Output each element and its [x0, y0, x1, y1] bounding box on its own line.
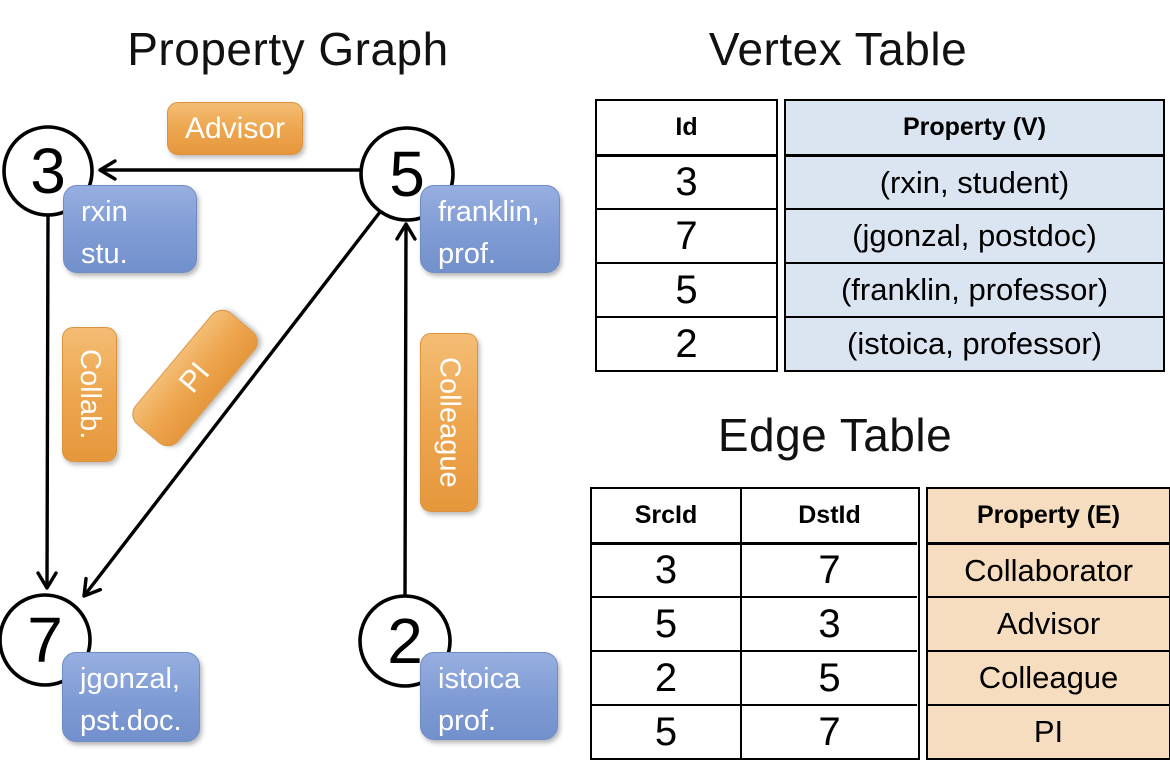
edge-label-colleague: Colleague — [420, 333, 478, 512]
edge-table: SrcId DstId 3 7 5 3 2 5 5 7 Property (E)… — [590, 487, 1170, 760]
edge-table-row-dstid: 7 — [742, 542, 917, 596]
vertex-5-property-box: franklin, prof. — [420, 185, 560, 273]
vertex-3-property-line1: rxin — [81, 196, 128, 228]
vertex-table-row-id: 2 — [597, 316, 776, 370]
vertex-5-property-line2: prof. — [438, 238, 497, 270]
vertex-table: Id 3 7 5 2 Property (V) (rxin, student) … — [595, 99, 1165, 372]
edge-table-property-column: Property (E) Collaborator Advisor Collea… — [926, 487, 1170, 760]
vertex-3-property-box: rxin stu. — [63, 185, 197, 273]
edge-table-row-srcid: 2 — [592, 650, 742, 704]
vertex-5-property-line1: franklin, — [438, 196, 540, 228]
edge-table-header-property: Property (E) — [976, 501, 1121, 529]
edge-table-row-srcid: 5 — [592, 596, 742, 650]
vertex-table-id-column: Id 3 7 5 2 — [595, 99, 778, 372]
edge-table-row-property: Collaborator — [928, 542, 1169, 596]
edge-table-header-dstid: DstId — [798, 501, 861, 529]
vertex-table-row-property: (rxin, student) — [786, 154, 1163, 208]
edge-3-to-7-arrow — [36, 214, 58, 590]
edge-table-row-dstid: 5 — [742, 650, 917, 704]
edge-5-to-7-arrow — [82, 210, 382, 598]
vertex-7-property-line2: pst.doc. — [80, 705, 182, 737]
vertex-table-header-property: Property (V) — [902, 113, 1047, 141]
edge-label-advisor: Advisor — [167, 102, 303, 155]
vertex-table-row-id: 3 — [597, 154, 776, 208]
edge-2-to-5-arrow — [395, 222, 417, 596]
vertex-table-row-property: (franklin, professor) — [786, 262, 1163, 316]
edge-table-title: Edge Table — [717, 409, 953, 461]
vertex-table-row-id: 5 — [597, 262, 776, 316]
vertex-table-title: Vertex Table — [708, 23, 968, 75]
property-graph-title: Property Graph — [127, 23, 449, 75]
edge-table-row-srcid: 5 — [592, 704, 742, 758]
vertex-table-row-property: (jgonzal, postdoc) — [786, 208, 1163, 262]
edge-table-header-srcid: SrcId — [592, 489, 742, 542]
vertex-2-property-box: istoica prof. — [420, 652, 558, 740]
edge-table-row-property: PI — [928, 704, 1169, 758]
vertex-7-property-box: jgonzal, pst.doc. — [62, 652, 200, 742]
edge-table-row-property: Colleague — [928, 650, 1169, 704]
edge-table-id-columns: SrcId DstId 3 7 5 3 2 5 5 7 — [590, 487, 920, 760]
edge-table-row-dstid: 7 — [742, 704, 917, 758]
edge-table-row-property: Advisor — [928, 596, 1169, 650]
vertex-table-row-id: 7 — [597, 208, 776, 262]
vertex-table-property-column: Property (V) (rxin, student) (jgonzal, p… — [784, 99, 1165, 372]
edge-table-row-dstid: 3 — [742, 596, 917, 650]
edge-table-row-srcid: 3 — [592, 542, 742, 596]
vertex-2-property-line2: prof. — [438, 705, 497, 737]
vertex-7-property-line1: jgonzal, — [80, 663, 180, 695]
vertex-2-property-line1: istoica — [438, 663, 521, 695]
vertex-table-header-id: Id — [675, 113, 698, 141]
edge-label-collab: Collab. — [62, 327, 117, 462]
vertex-table-row-property: (istoica, professor) — [786, 316, 1163, 370]
vertex-3-property-line2: stu. — [81, 238, 128, 270]
